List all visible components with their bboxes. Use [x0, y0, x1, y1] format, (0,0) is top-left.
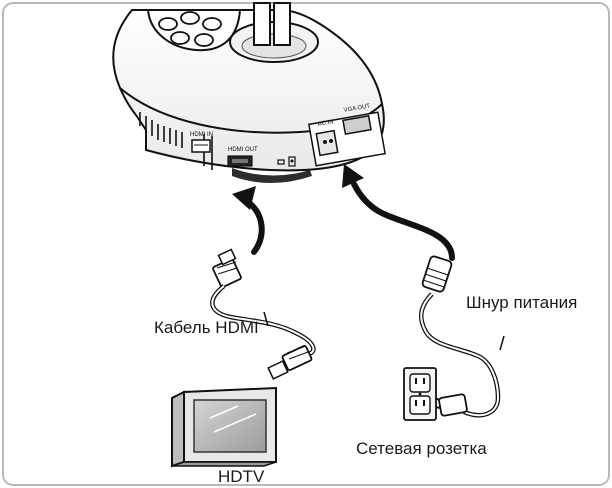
ac-in-label: AC IN [317, 119, 334, 128]
port-symbols [277, 156, 296, 167]
hdmi-plug-bottom [267, 345, 313, 380]
wall-outlet [403, 367, 437, 421]
arrow-power [342, 164, 455, 261]
hdmi-plug-top [212, 248, 242, 288]
hdtv-illustration [171, 386, 277, 468]
power-cord [418, 255, 505, 418]
hdmi-out-port: HDMI OUT [227, 147, 258, 167]
arrow-hdmi [232, 186, 265, 255]
control-buttons [146, 9, 242, 52]
hdmi-out-label: HDMI OUT [228, 147, 258, 153]
document-camera: HDMI IN HDMI OUT AC IN [112, 2, 386, 183]
hdtv-screen [193, 399, 267, 453]
hdmi-cable-label: Кабель HDMI [154, 318, 259, 337]
power-cord-label: Шнур питания [466, 293, 578, 312]
power-connector [421, 255, 453, 293]
wall-outlet-label: Сетевая розетка [356, 439, 487, 458]
rear-panel: AC IN VGA OUT [308, 103, 386, 167]
power-plug [427, 393, 468, 417]
vga-out-label: VGA OUT [343, 103, 371, 114]
arm-socket [229, 2, 319, 63]
hdmi-in-label: HDMI IN [190, 132, 213, 138]
hdmi-in-port: HDMI IN [190, 132, 213, 153]
vga-out-port: VGA OUT [342, 103, 372, 136]
hdtv-label: HDTV [218, 467, 265, 486]
ac-in-port: AC IN [315, 119, 339, 157]
hdmi-cable [210, 248, 316, 380]
